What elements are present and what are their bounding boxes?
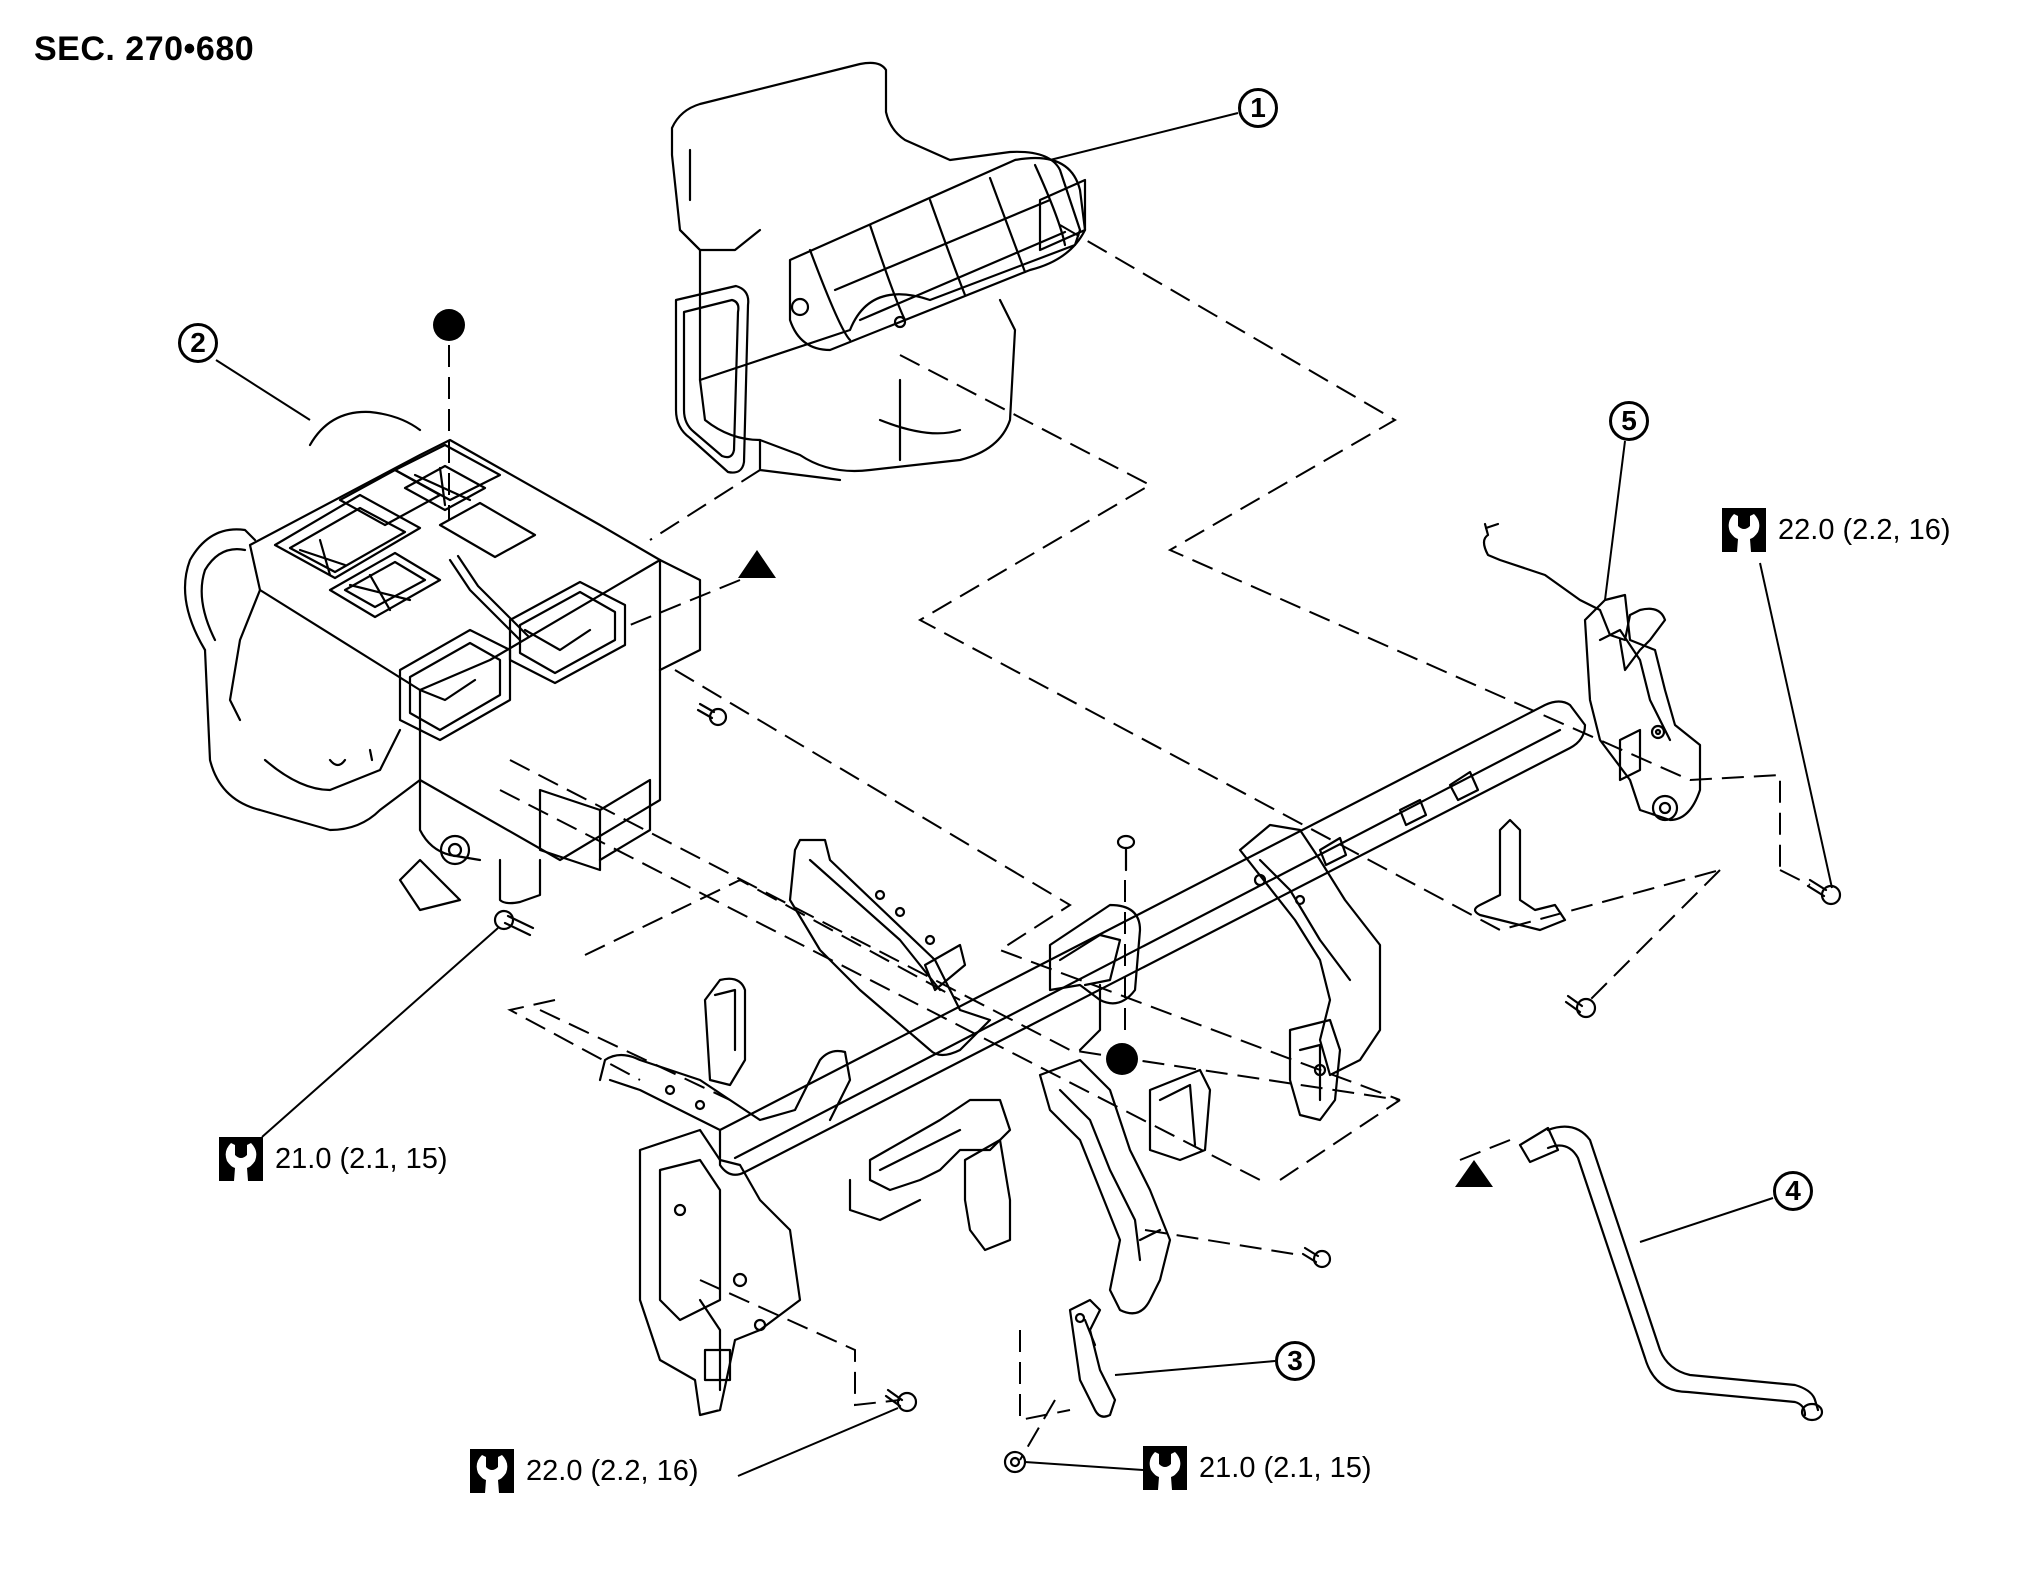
leader-line-1 <box>1049 112 1239 161</box>
torque-spec-left: 21.0 (2.1, 15) <box>219 1137 448 1181</box>
bolt-left <box>493 909 535 937</box>
callout-1: 1 <box>1238 88 1278 128</box>
callout-2: 2 <box>178 323 218 363</box>
leader-torque-left <box>261 927 499 1138</box>
torque-spec-bottom-left: 22.0 (2.2, 16) <box>470 1449 699 1493</box>
torque-wrench-icon <box>470 1449 514 1493</box>
section-code: SEC. 270•680 <box>34 30 255 68</box>
torque-spec-upper-right: 22.0 (2.2, 16) <box>1722 508 1951 552</box>
callout-4-number: 4 <box>1785 1175 1801 1206</box>
leader-line-4 <box>1639 1197 1774 1243</box>
bolt-center-right <box>1301 1246 1332 1269</box>
part-1-ac-unit-upper <box>670 61 1087 482</box>
callout-5: 5 <box>1609 401 1649 441</box>
part-4-drain-hose <box>1518 1125 1824 1422</box>
torque-value: 21.0 (2.1, 15) <box>275 1142 448 1175</box>
bolt-right-lower <box>1564 994 1597 1019</box>
filled-triangle-mark-lower <box>1455 1160 1493 1187</box>
leader-line-2 <box>215 359 311 421</box>
part-3-bracket <box>1068 1298 1117 1418</box>
part-2-ac-unit <box>183 410 702 912</box>
assembly-lines <box>448 224 1811 1461</box>
torque-value: 22.0 (2.2, 16) <box>1778 513 1951 546</box>
leader-torque-bottom-left <box>737 1407 899 1477</box>
filled-circle-mark-top <box>433 309 465 341</box>
leader-torque-bottom-right <box>1024 1461 1144 1471</box>
leader-line-3 <box>1114 1360 1276 1376</box>
steering-member <box>598 522 1702 1417</box>
callout-4: 4 <box>1773 1171 1813 1211</box>
leader-torque-upper-right <box>1759 562 1833 889</box>
torque-value: 22.0 (2.2, 16) <box>526 1454 699 1487</box>
leader-line-5 <box>1604 440 1626 601</box>
torque-wrench-icon <box>219 1137 263 1181</box>
filled-circle-mark-center <box>1106 1043 1138 1075</box>
torque-value: 21.0 (2.1, 15) <box>1199 1451 1372 1484</box>
torque-wrench-icon <box>1722 508 1766 552</box>
bolts <box>493 702 1842 1474</box>
callout-3: 3 <box>1275 1341 1315 1381</box>
callout-3-number: 3 <box>1287 1345 1303 1376</box>
callout-5-number: 5 <box>1621 405 1637 436</box>
callout-1-number: 1 <box>1250 92 1266 123</box>
filled-triangle-mark-upper <box>738 550 776 578</box>
torque-wrench-icon <box>1143 1446 1187 1490</box>
bolt-center-screw <box>1116 834 1136 872</box>
callout-2-number: 2 <box>190 327 206 358</box>
bolt-ac-unit <box>696 702 728 727</box>
torque-spec-bottom-right: 21.0 (2.1, 15) <box>1143 1446 1372 1490</box>
